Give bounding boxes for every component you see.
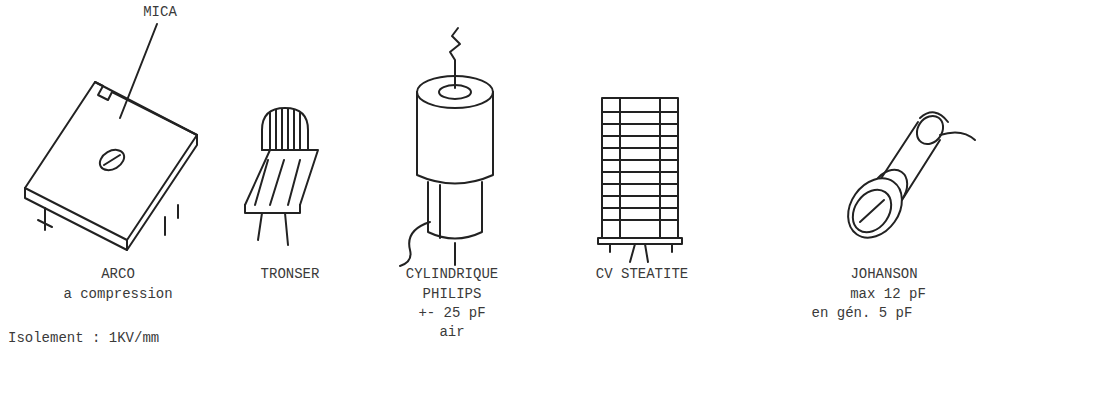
part-label: Isolement : 1KV/mm: [8, 330, 159, 346]
part-label: CYLINDRIQUE: [406, 266, 498, 282]
tronser-trimmer: [245, 108, 318, 245]
part-label: +- 25 pF: [418, 305, 485, 321]
part-label: a compression: [63, 286, 172, 302]
part-label: MICA: [143, 4, 177, 20]
johanson-piston-trimmer: [837, 111, 975, 248]
part-label: max 12 pF: [850, 286, 926, 302]
leader-line: [120, 24, 157, 118]
part-label: JOHANSON: [850, 266, 917, 282]
part-label: TRONSER: [261, 266, 320, 282]
philips-cylinder-trimmer: [400, 28, 493, 266]
part-label: en gén. 5 pF: [812, 305, 913, 321]
part-label: PHILIPS: [423, 286, 482, 302]
arco-trimmer: [25, 82, 197, 250]
part-label: air: [439, 324, 464, 340]
part-label: ARCO: [101, 266, 135, 282]
steatite-variable-capacitor: [598, 98, 682, 262]
part-label: CV STEATITE: [596, 266, 688, 282]
